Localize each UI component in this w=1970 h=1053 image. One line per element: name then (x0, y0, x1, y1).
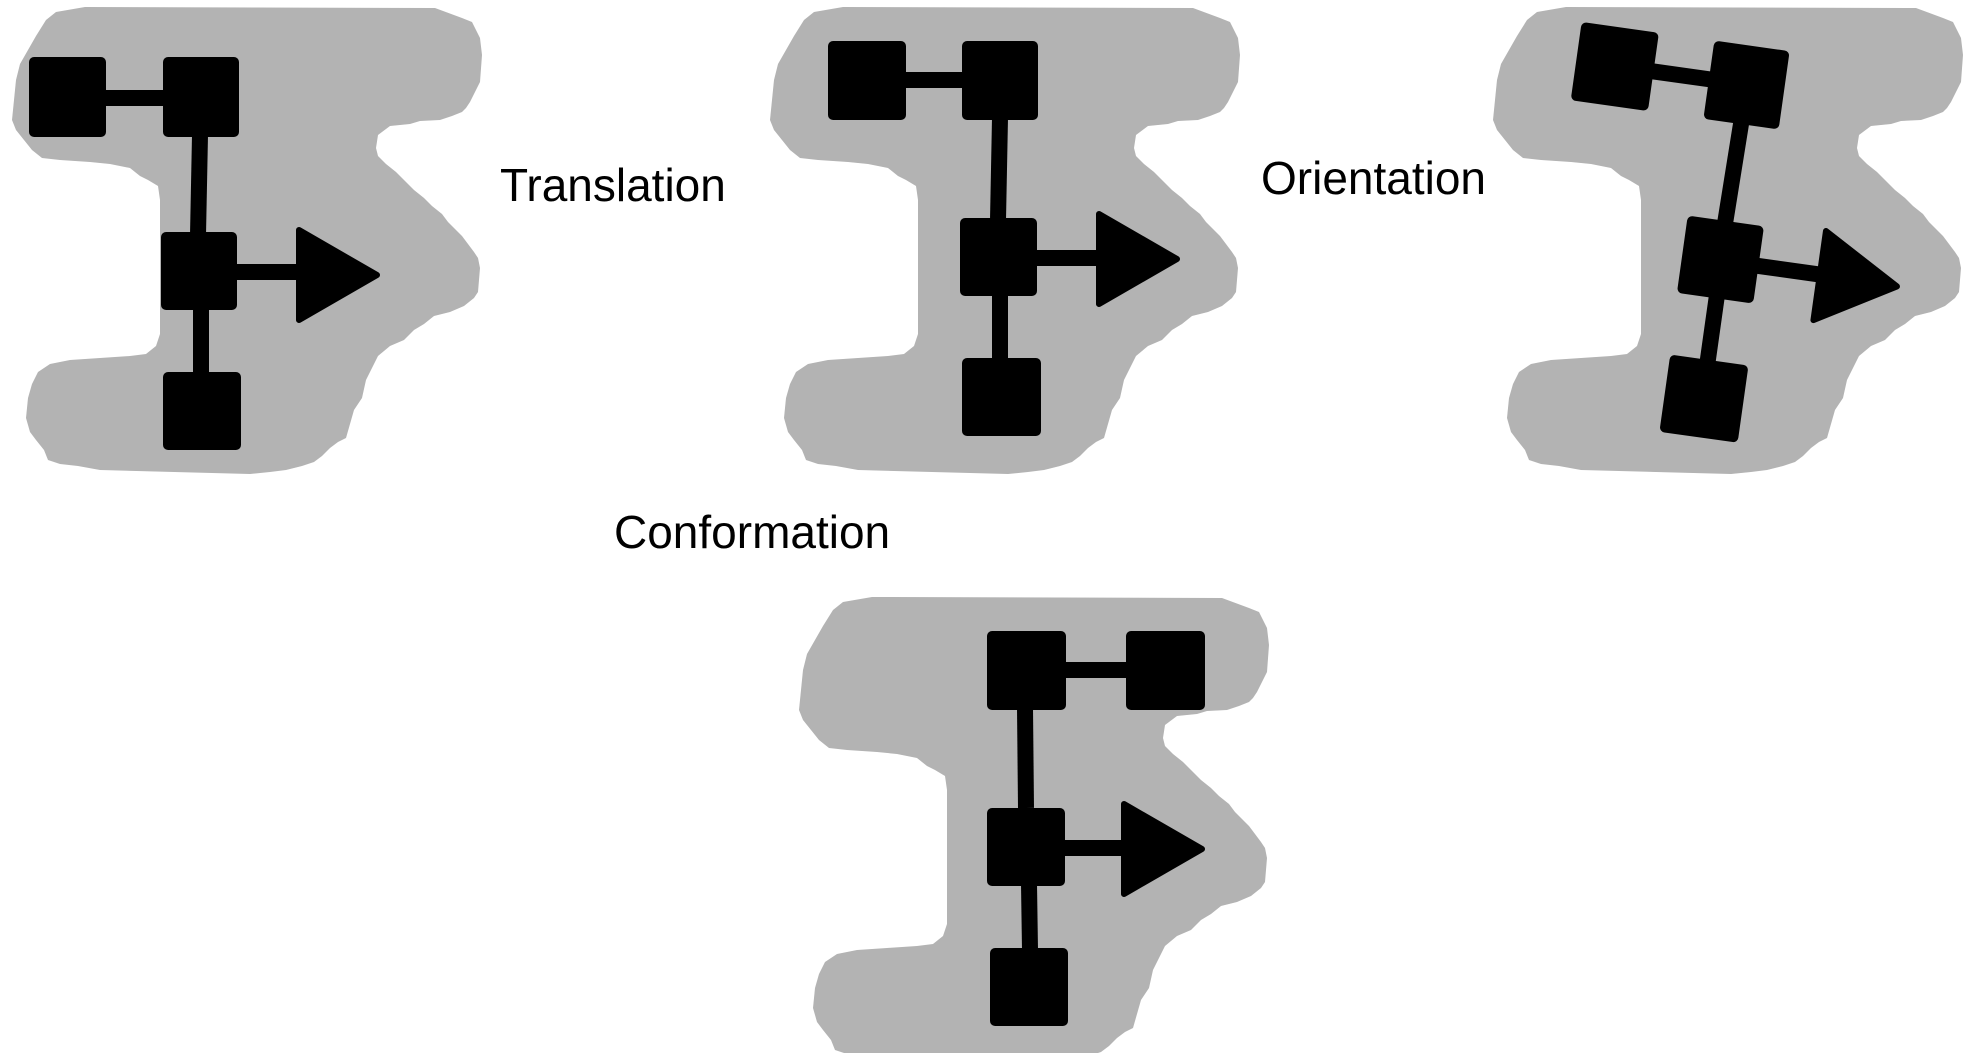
ligand-block (1660, 355, 1748, 443)
bond (1021, 883, 1038, 951)
panel-translation (770, 7, 1240, 474)
bond (1717, 120, 1750, 225)
ligand-block (1571, 22, 1659, 111)
panel-conformation (799, 597, 1269, 1053)
bond (1699, 295, 1725, 363)
bond (990, 117, 1008, 221)
ligand-arrowhead (1810, 227, 1900, 324)
bond (1017, 707, 1034, 809)
orientation-label: Orientation (1261, 152, 1486, 204)
ligand-arrowhead (1121, 801, 1205, 897)
ligand-block (962, 358, 1041, 436)
ligand-block (161, 232, 237, 310)
ligand-block (960, 218, 1037, 296)
panel-original (12, 7, 482, 474)
ligand-block (962, 41, 1038, 120)
ligand-translated (828, 41, 1180, 436)
ligand-conformer (987, 631, 1205, 1026)
ligand-block (29, 57, 106, 137)
ligand-block (990, 948, 1068, 1026)
panel-orientation (1493, 7, 1963, 474)
bond (1651, 63, 1713, 88)
ligand-block (987, 808, 1065, 886)
ligand-block (1704, 41, 1789, 129)
ligand-block (987, 631, 1066, 710)
translation-label: Translation (500, 159, 726, 211)
ligand-block (163, 57, 239, 137)
ligand-rotated (1571, 22, 1900, 443)
conformation-label: Conformation (614, 506, 890, 558)
ligand-arrowhead (296, 227, 380, 323)
ligand-block (1126, 631, 1205, 710)
ligand-arrowhead (1096, 211, 1180, 307)
ligand-block (1677, 216, 1764, 303)
bond (190, 134, 208, 236)
bond (1755, 257, 1822, 283)
ligand-block (828, 41, 906, 120)
ligand-original (29, 57, 380, 450)
ligand-block (163, 372, 241, 450)
